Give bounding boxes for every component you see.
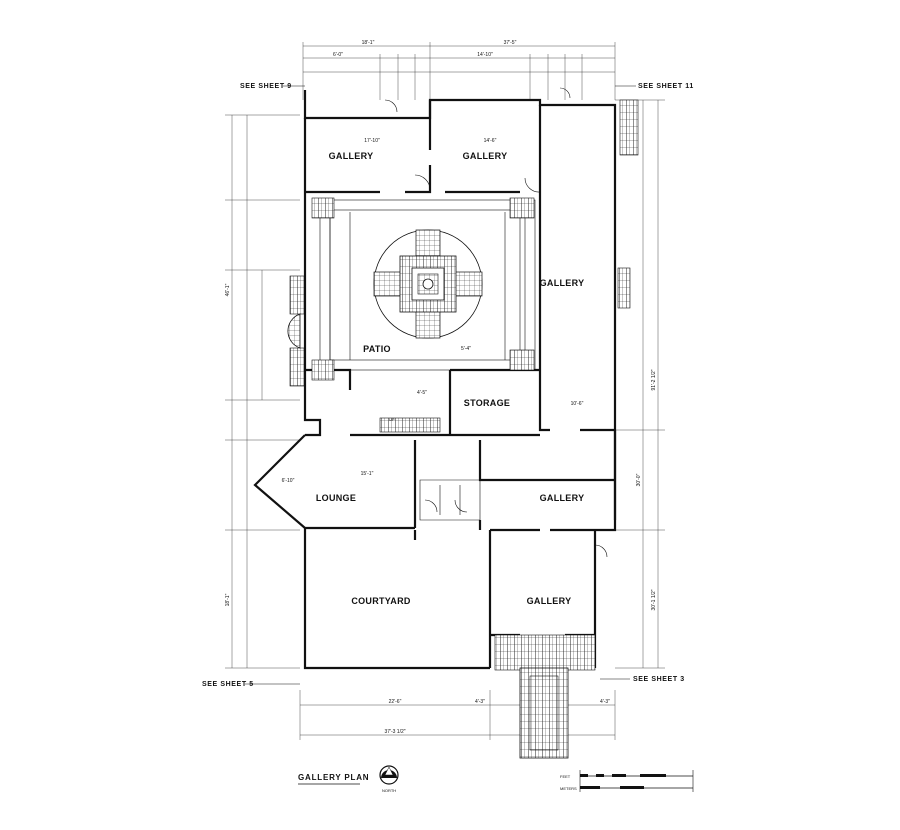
dim-side-left: 46'-1" bbox=[225, 283, 231, 296]
patio-tile-motif bbox=[373, 229, 483, 339]
dim-gallery-nw: 17'-10" bbox=[364, 138, 380, 144]
room-label-lounge: LOUNGE bbox=[316, 493, 356, 503]
entry-paving bbox=[494, 634, 596, 759]
room-label-gallery-mid: GALLERY bbox=[540, 493, 585, 503]
outer-walls bbox=[253, 90, 617, 670]
dim-patio-a: 5'-4" bbox=[461, 346, 471, 352]
top-dimension-lines: 18'-1" 37'-5" 6'-0" 14'-10" bbox=[302, 40, 616, 100]
graphic-scale: FEET METERS bbox=[560, 770, 694, 792]
room-label-patio: PATIO bbox=[363, 344, 391, 354]
door-swings bbox=[384, 87, 608, 558]
title-block: GALLERY PLAN bbox=[298, 773, 369, 785]
interior-walls bbox=[305, 100, 615, 540]
right-dimension-lines: 91'-2 1/2" 30'-0" 30'-1 1/2" bbox=[615, 99, 665, 669]
room-label-storage: STORAGE bbox=[464, 398, 510, 408]
sheet-ref-5: SEE SHEET 5 bbox=[202, 681, 254, 688]
drawing-title: GALLERY PLAN bbox=[298, 773, 369, 782]
stairs bbox=[287, 99, 639, 433]
room-label-courtyard: COURTYARD bbox=[351, 596, 411, 606]
room-label-gallery-s: GALLERY bbox=[527, 596, 572, 606]
dim-lounge-b: 6'-10" bbox=[282, 478, 295, 484]
dim-lounge: 15'-1" bbox=[361, 471, 374, 477]
left-dimension-lines: 46'-1" 18'-1" bbox=[225, 114, 300, 669]
dim-top-right: 37'-5" bbox=[504, 40, 517, 46]
dim-side-right: 91'-2 1/2" bbox=[651, 369, 657, 390]
dim-gallery-n: 14'-6" bbox=[484, 138, 497, 144]
sheet-ref-9: SEE SHEET 9 bbox=[240, 83, 292, 90]
north-arrow-icon: NORTH bbox=[379, 765, 399, 793]
dim-court-vertical: 18'-1" bbox=[225, 593, 231, 606]
dim-right-b: 30'-1 1/2" bbox=[651, 589, 657, 610]
scale-feet-label: FEET bbox=[560, 774, 571, 779]
dim-bottom-b: 4'-3" bbox=[600, 699, 610, 705]
room-label-gallery-e: GALLERY bbox=[540, 278, 585, 288]
sheet-ref-11: SEE SHEET 11 bbox=[638, 83, 694, 90]
stair-up-label: UP bbox=[389, 417, 395, 422]
dim-bottom-total: 37'-3 1/2" bbox=[384, 729, 405, 735]
sheet-references: SEE SHEET 9 SEE SHEET 11 SEE SHEET 5 SEE… bbox=[202, 83, 694, 688]
dim-top-left: 18'-1" bbox=[362, 40, 375, 46]
dim-storage-a: 4'-5" bbox=[417, 390, 427, 396]
room-label-gallery-n: GALLERY bbox=[463, 151, 508, 161]
sheet-ref-3: SEE SHEET 3 bbox=[633, 676, 685, 683]
dim-top-a: 6'-0" bbox=[333, 52, 343, 58]
dim-court-width: 22'-6" bbox=[389, 699, 402, 705]
scale-meters-label: METERS bbox=[560, 786, 577, 791]
dim-right-a: 30'-0" bbox=[636, 473, 642, 486]
north-label: NORTH bbox=[382, 788, 396, 793]
room-label-gallery-nw: GALLERY bbox=[329, 151, 374, 161]
dim-bottom-a: 4'-3" bbox=[475, 699, 485, 705]
dim-top-b: 14'-10" bbox=[477, 52, 493, 58]
dim-storage-b: 10'-6" bbox=[571, 401, 584, 407]
